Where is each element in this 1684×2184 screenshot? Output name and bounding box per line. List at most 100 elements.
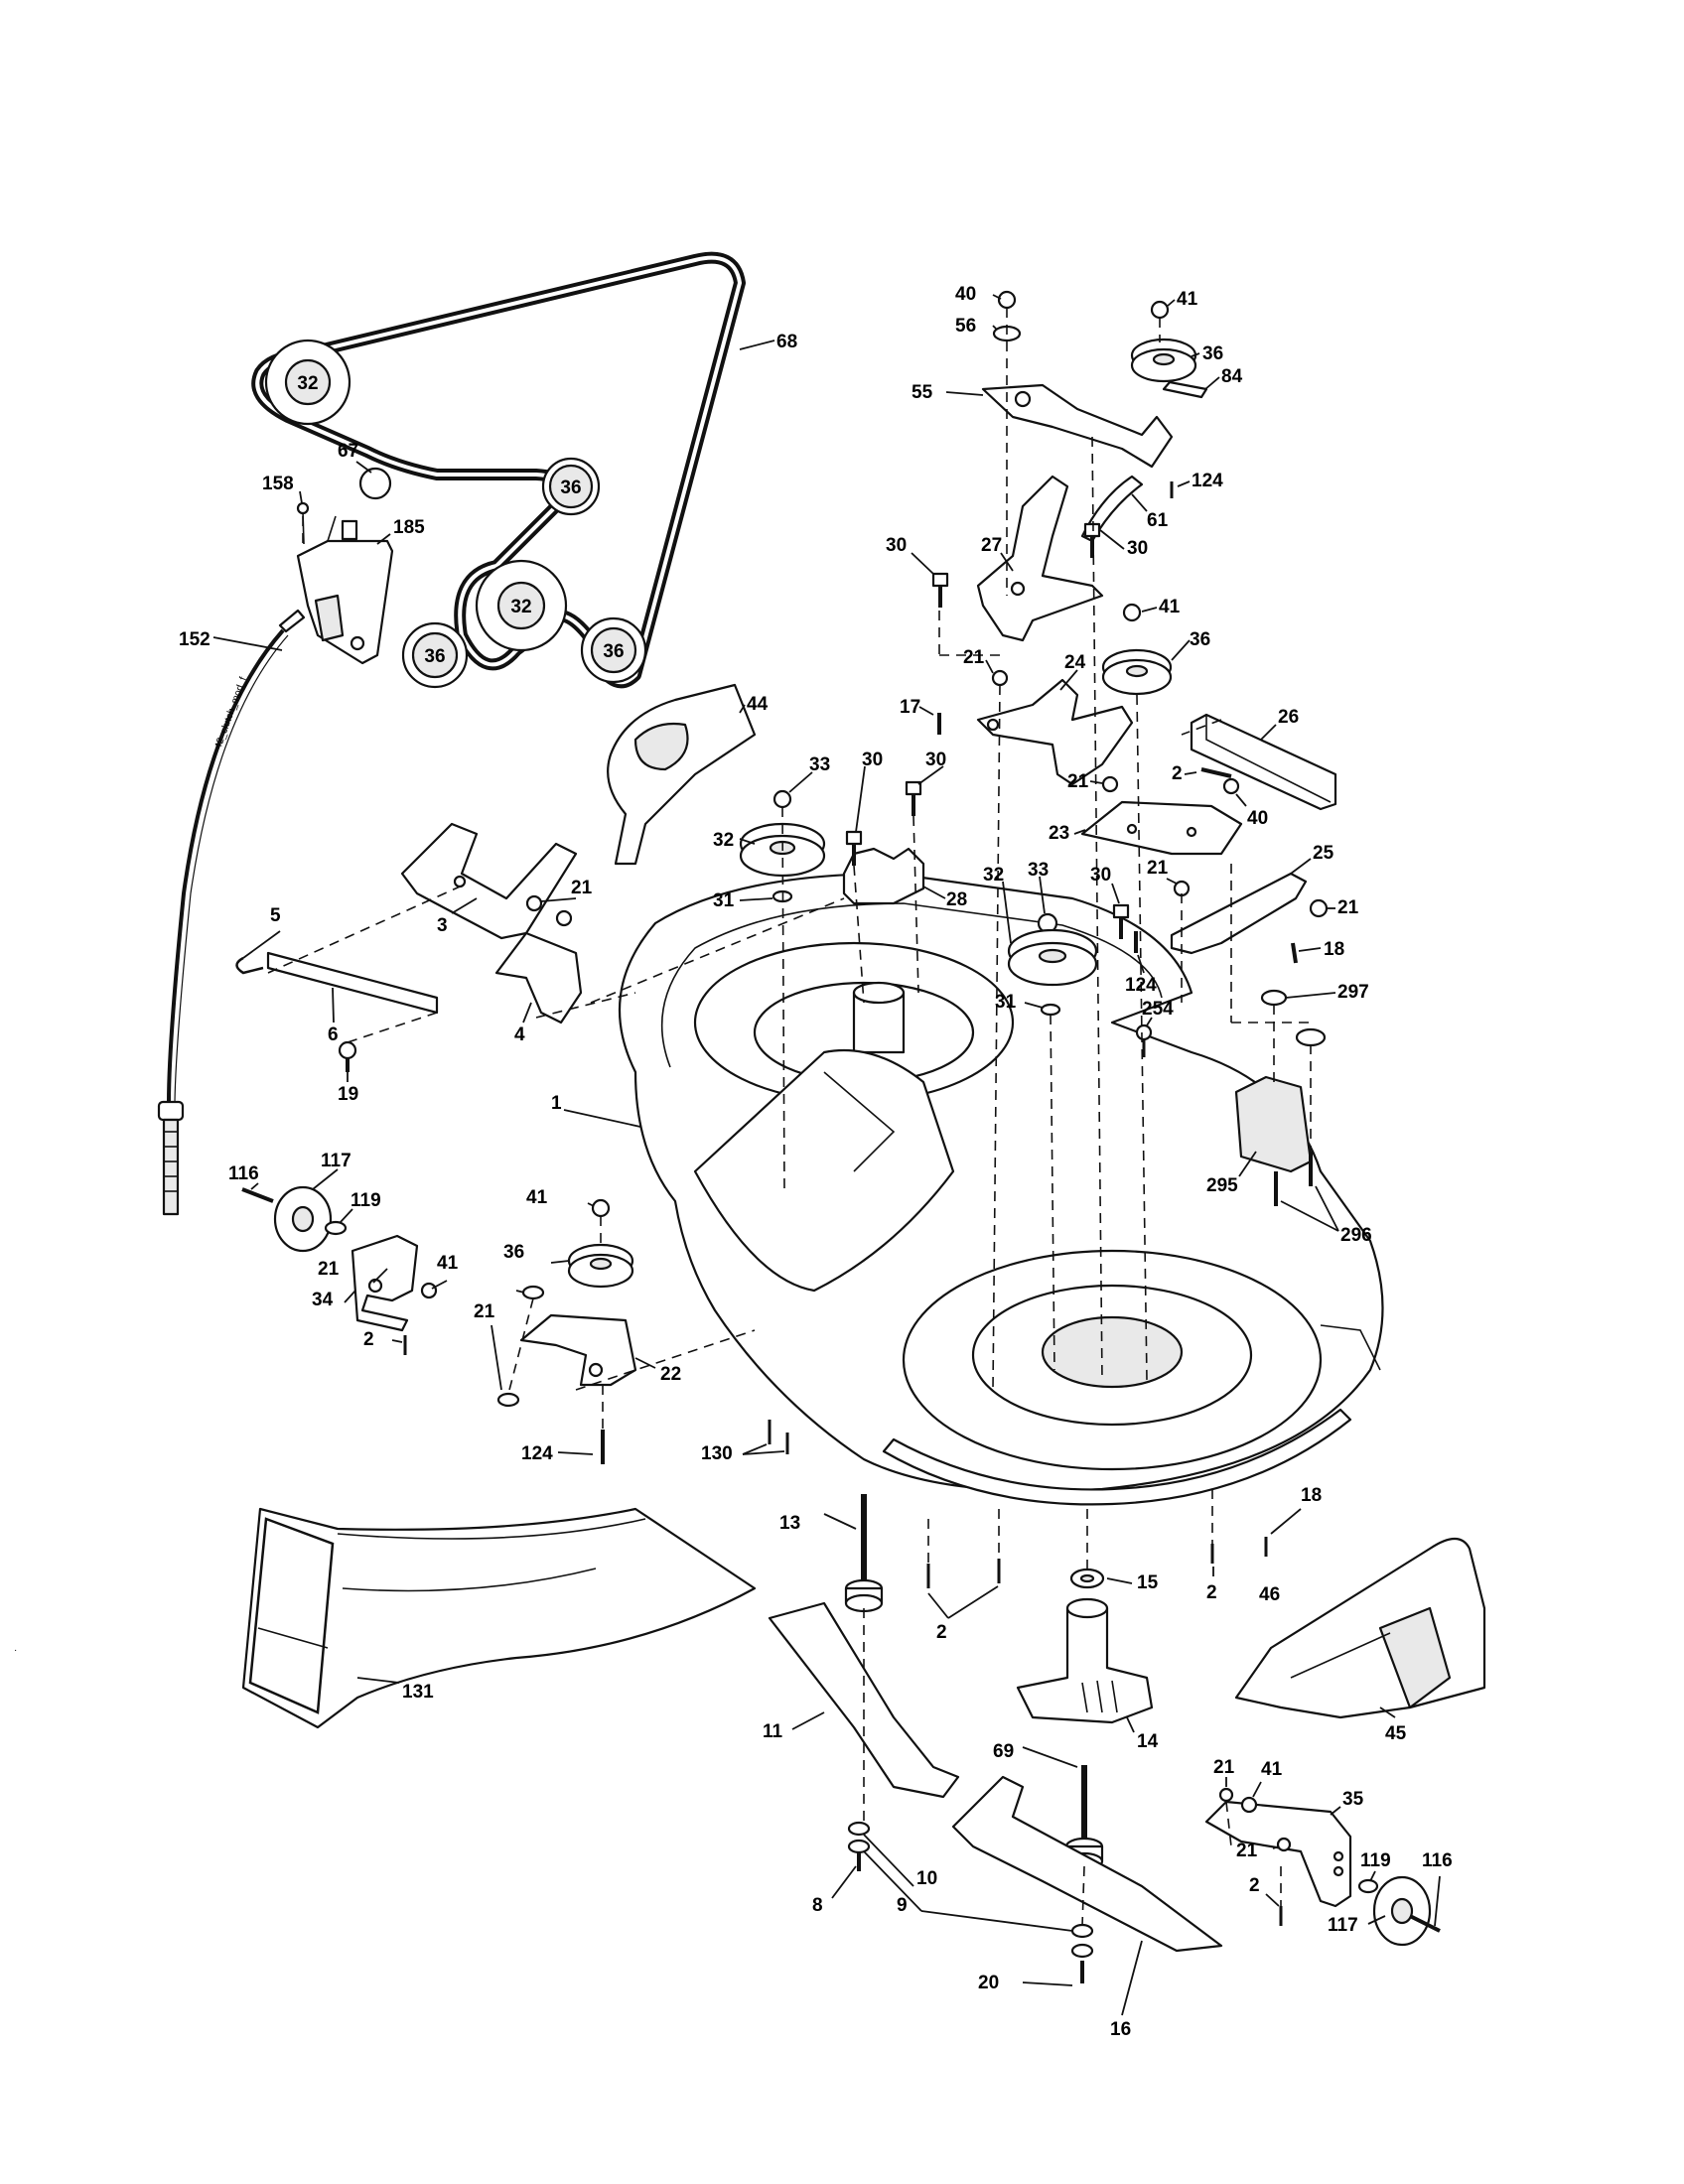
callout-21-left-wheel: 21 [318, 1259, 340, 1280]
idler-pulley-36-lower [567, 1243, 634, 1289]
nut-41-right-wheel [1240, 1796, 1258, 1814]
idler-bracket-22 [519, 1313, 637, 1387]
nut-21-right-b [1309, 898, 1329, 918]
bolt-19-head [338, 1040, 357, 1060]
callout-19: 19 [338, 1084, 358, 1105]
spindle-pulley-32-left [739, 822, 826, 878]
callout-69: 69 [993, 1741, 1014, 1762]
callout-55: 55 [912, 382, 933, 403]
belt-cover-45 [1234, 1537, 1486, 1719]
nut-21-left-b [555, 909, 573, 927]
belt-pulley-label: 32 [297, 373, 318, 394]
callout-30-left: 30 [886, 535, 907, 556]
nut-21-lower-b [496, 1392, 520, 1408]
callout-25: 25 [1313, 843, 1334, 864]
gauge-wheel-117-right [1372, 1875, 1432, 1947]
callout-41-mid: 41 [1159, 597, 1181, 617]
callout-67: 67 [338, 441, 358, 462]
callout-9: 9 [897, 1895, 908, 1916]
idler-arm-25 [1170, 872, 1308, 955]
bolt-30-c [845, 830, 863, 866]
deck-hanger-bracket-3 [400, 822, 578, 940]
callout-15: 15 [1137, 1572, 1159, 1593]
callout-158: 158 [262, 474, 294, 494]
discharge-chute-131 [241, 1507, 757, 1729]
callout-40-top: 40 [955, 284, 976, 305]
callout-4: 4 [514, 1024, 525, 1045]
washer-31-right [1040, 1003, 1061, 1017]
assembly-guide-lines [267, 308, 1312, 1927]
callout-45: 45 [1385, 1723, 1407, 1744]
callout-23: 23 [1049, 823, 1069, 844]
belt-pulley-label: 32 [510, 597, 531, 617]
spindle-pulley-32-right [1007, 928, 1098, 987]
callout-130: 130 [701, 1443, 733, 1464]
callout-16: 16 [1110, 2019, 1131, 2040]
callout-18-top: 18 [1324, 939, 1344, 960]
callout-124-mid: 124 [1125, 975, 1157, 996]
washer-119-left [324, 1220, 348, 1236]
callout-1: 1 [551, 1093, 562, 1114]
callout-41-lower: 41 [526, 1187, 548, 1208]
gauge-wheel-117-left [273, 1185, 333, 1253]
callout-124-top: 124 [1192, 471, 1223, 491]
idler-arm-55 [981, 383, 1174, 469]
callout-21-top: 21 [963, 647, 985, 668]
hanger-bracket-4 [494, 931, 583, 1024]
bolt-30-e [1112, 903, 1130, 939]
clutch-bracket-185 [296, 515, 394, 665]
callout-21-right-b: 21 [1337, 897, 1359, 918]
callout-21-left: 21 [571, 878, 593, 898]
idler-pulley-36-top [1130, 338, 1197, 383]
washer-9-left [847, 1839, 871, 1854]
callout-41-left-wheel: 41 [437, 1253, 459, 1274]
callout-36-top: 36 [1202, 343, 1223, 364]
wheel-bracket-35 [1204, 1800, 1352, 1908]
callout-254: 254 [1142, 999, 1174, 1020]
spacer-297-b [1295, 1027, 1327, 1047]
spring-84 [1162, 380, 1208, 399]
spacer-297-a [1260, 989, 1288, 1007]
callout-21-right-wheel-a: 21 [1213, 1757, 1235, 1778]
callout-30-d: 30 [925, 750, 946, 770]
callout-46: 46 [1259, 1584, 1280, 1605]
callout-84: 84 [1221, 366, 1243, 387]
callout-3: 3 [437, 915, 448, 936]
idler-bracket-27 [976, 475, 1104, 642]
ball-67 [358, 467, 392, 500]
callout-2-top: 2 [1172, 763, 1183, 784]
bolt-30-d [905, 780, 922, 816]
bolt-254 [1135, 1024, 1153, 1041]
screw-head-158 [296, 501, 310, 515]
callout-24: 24 [1064, 652, 1086, 673]
callout-27: 27 [981, 535, 1002, 556]
washer-10-left [847, 1821, 871, 1837]
callout-32-left: 32 [713, 830, 734, 851]
callout-numbers: 68 67 158 185 152 40 56 41 36 84 55 124 … [179, 284, 1453, 2040]
plate-23 [1080, 800, 1243, 856]
callout-297: 297 [1337, 982, 1369, 1003]
nut-21-top [991, 669, 1009, 687]
nut-21-right-wheel-a [1218, 1787, 1234, 1803]
link-rod-6 [266, 951, 439, 1015]
screw-2-a [1200, 767, 1232, 778]
callout-28: 28 [946, 889, 967, 910]
deflector-295 [1234, 1075, 1313, 1173]
callout-5: 5 [270, 905, 281, 926]
callout-26: 26 [1278, 707, 1299, 728]
pin-5 [235, 956, 264, 975]
callout-18-lower: 18 [1301, 1485, 1322, 1506]
callout-11: 11 [763, 1721, 783, 1742]
callout-32-right: 32 [983, 865, 1004, 886]
nut-33-left [772, 789, 792, 809]
idler-pulley-36-mid [1101, 648, 1173, 696]
callout-295: 295 [1206, 1175, 1238, 1196]
callout-68: 68 [776, 332, 797, 352]
callout-119-right: 119 [1360, 1850, 1391, 1871]
washer-119-right [1357, 1878, 1379, 1894]
callout-14: 14 [1137, 1731, 1159, 1752]
nut-21-mid [1101, 775, 1119, 793]
callout-31-left: 31 [713, 890, 735, 911]
callout-296: 296 [1340, 1225, 1372, 1246]
bolt-18-top [1291, 942, 1298, 964]
